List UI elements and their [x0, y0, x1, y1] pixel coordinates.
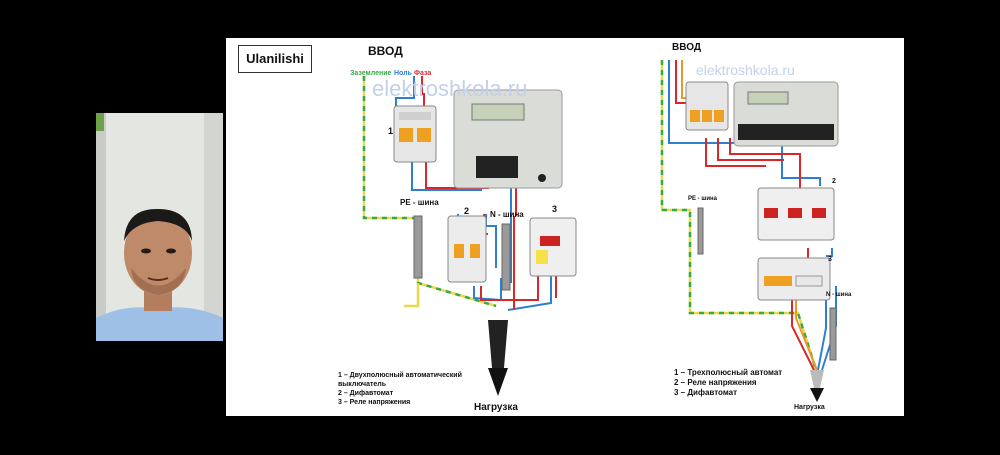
- presenter-image: [96, 113, 223, 341]
- slide-title: Ulanilishi: [238, 45, 312, 73]
- left-legend-3: 3 – Реле напряжения: [338, 399, 411, 406]
- left-pe-bus-label: PE - шина: [400, 198, 439, 207]
- watermark-left: elektroshkola.ru: [372, 76, 528, 101]
- right-breaker-3pole: [685, 81, 729, 131]
- left-voltage-relay: [529, 217, 577, 277]
- left-electric-meter: [453, 89, 563, 189]
- webcam-overlay: [96, 113, 223, 341]
- left-pe-bus: [413, 215, 423, 279]
- left-input-label: ВВОД: [368, 44, 403, 58]
- left-legend-1: 1 – Двухполюсный автоматический: [338, 372, 462, 379]
- left-wire-label-ground: Заземление: [350, 70, 392, 77]
- right-legend-1: 1 – Трехполюсный автомат: [674, 368, 783, 377]
- right-pe-bus: [697, 207, 704, 255]
- presentation-slide: Ulanilishi: [226, 38, 904, 416]
- left-wire-label-neutral: Ноль: [394, 70, 412, 77]
- right-input-label: ВВОД: [672, 42, 701, 53]
- left-load-cable: [488, 320, 508, 396]
- left-num-1: 1: [388, 126, 394, 136]
- right-electric-meter: [733, 81, 839, 147]
- right-load-cable: [810, 370, 824, 402]
- right-rcbo: [757, 257, 831, 301]
- right-legend-3: 3 – Дифавтомат: [674, 388, 737, 397]
- right-num-3: 3: [828, 256, 832, 263]
- left-num-3: 3: [552, 204, 558, 214]
- wiring-diagrams: [362, 60, 839, 402]
- left-legend-2: 2 – Дифавтомат: [338, 390, 394, 397]
- left-legend-1b: выключатель: [338, 381, 387, 388]
- right-num-2: 2: [832, 178, 836, 185]
- right-legend-2: 2 – Реле напряжения: [674, 378, 757, 387]
- right-ground-wire: [660, 60, 818, 371]
- left-n-bus-label: N - шина: [490, 210, 524, 219]
- left-load-label: Нагрузка: [474, 402, 518, 413]
- left-breaker-2pole: [393, 105, 437, 163]
- left-num-2: 2: [464, 206, 470, 216]
- left-n-bus: [501, 223, 511, 291]
- right-voltage-relay: [757, 187, 835, 241]
- right-load-label: Нагрузка: [794, 404, 825, 411]
- right-n-bus: [829, 307, 837, 361]
- right-n-bus-label: N - шина: [826, 292, 852, 298]
- left-rcbo: [447, 215, 487, 283]
- right-pe-bus-label: PE - шина: [688, 196, 717, 202]
- left-wire-label-phase: Фаза: [414, 70, 432, 77]
- watermark-right: elektroshkola.ru: [696, 62, 795, 78]
